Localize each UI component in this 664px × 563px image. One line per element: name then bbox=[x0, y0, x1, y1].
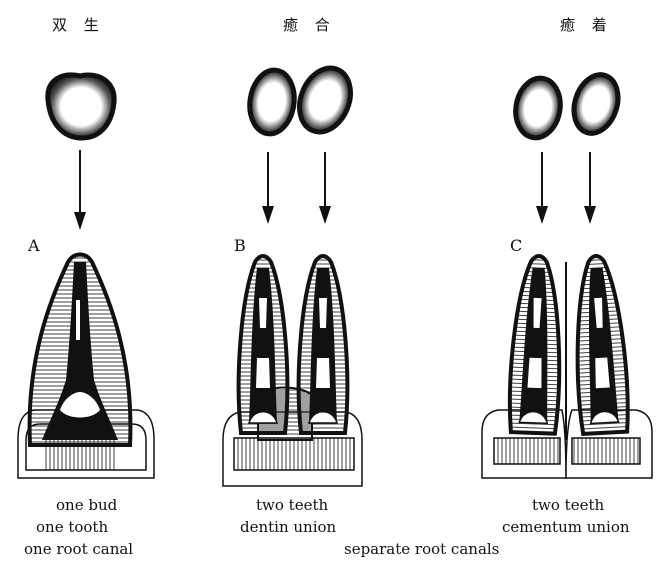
caption-shared: separate root canals bbox=[344, 540, 500, 558]
caption-a-3: one root canal bbox=[24, 540, 134, 558]
label-a: A bbox=[28, 236, 40, 255]
caption-a-2: one tooth bbox=[36, 518, 109, 536]
caption-c-1: two teeth bbox=[532, 496, 605, 514]
panel-b bbox=[222, 65, 363, 487]
title-c: 癒 着 bbox=[560, 16, 613, 34]
tooth-c-shape bbox=[481, 255, 653, 479]
bud-b-right bbox=[297, 65, 353, 135]
caption-a-1: one bud bbox=[56, 496, 118, 514]
title-b: 癒 合 bbox=[283, 16, 336, 34]
label-c: C bbox=[510, 236, 523, 255]
caption-b-1: two teeth bbox=[256, 496, 329, 514]
title-a: 双 生 bbox=[52, 16, 105, 34]
caption-b-2: dentin union bbox=[240, 518, 337, 536]
caption-c-2: cementum union bbox=[502, 518, 630, 536]
tooth-b-shape bbox=[222, 254, 363, 487]
label-b: B bbox=[234, 236, 246, 255]
bud-c-left bbox=[513, 75, 563, 141]
tooth-a-shape bbox=[17, 252, 155, 479]
bud-a-shape bbox=[45, 72, 117, 141]
panel-c bbox=[481, 72, 653, 479]
panel-a bbox=[17, 72, 155, 479]
bud-c-right bbox=[571, 72, 621, 136]
bud-b-left bbox=[247, 67, 297, 137]
